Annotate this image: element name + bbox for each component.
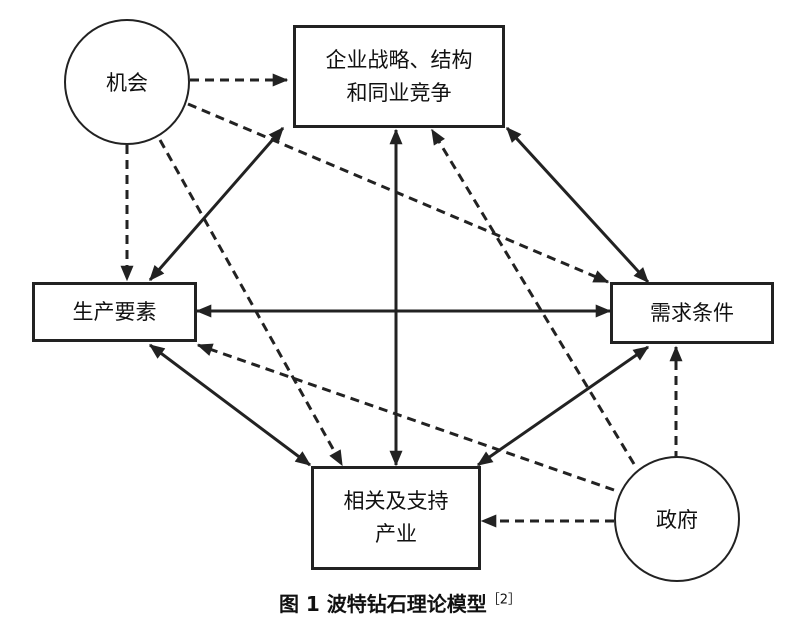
figure-caption-text: 图 1 波特钻石理论模型 xyxy=(278,592,487,616)
node-firm-strategy-line1: 企业战略、结构 xyxy=(325,47,473,72)
node-government-label: 政府 xyxy=(656,508,698,532)
arrow-chance-demand xyxy=(187,102,610,284)
node-demand-conditions: 需求条件 xyxy=(610,282,774,344)
figure-caption: 图 1 波特钻石理论模型［2］ xyxy=(0,588,800,617)
node-factor-conditions-label: 生产要素 xyxy=(72,299,157,324)
node-chance: 机会 xyxy=(64,19,190,145)
arrow-firm-factor xyxy=(148,127,285,281)
arrow-factor-related xyxy=(148,343,312,467)
arrow-chance-related xyxy=(158,139,344,467)
node-factor-conditions: 生产要素 xyxy=(32,282,197,342)
figure-caption-ref: ［2］ xyxy=(486,592,522,608)
node-government: 政府 xyxy=(614,456,740,582)
node-demand-conditions-label: 需求条件 xyxy=(650,300,734,325)
arrow-gov-firm xyxy=(430,128,636,465)
node-firm-strategy-line2: 和同业竞争 xyxy=(346,80,452,105)
node-related-industries: 相关及支持 产业 xyxy=(311,466,481,570)
node-chance-label: 机会 xyxy=(106,71,148,95)
arrow-demand-related xyxy=(476,345,650,467)
arrow-firm-demand xyxy=(505,126,650,284)
node-firm-strategy: 企业战略、结构 和同业竞争 xyxy=(293,25,505,128)
arrow-gov-factor xyxy=(196,343,615,492)
node-related-industries-line2: 产业 xyxy=(375,522,417,546)
node-related-industries-line1: 相关及支持 xyxy=(343,489,449,514)
